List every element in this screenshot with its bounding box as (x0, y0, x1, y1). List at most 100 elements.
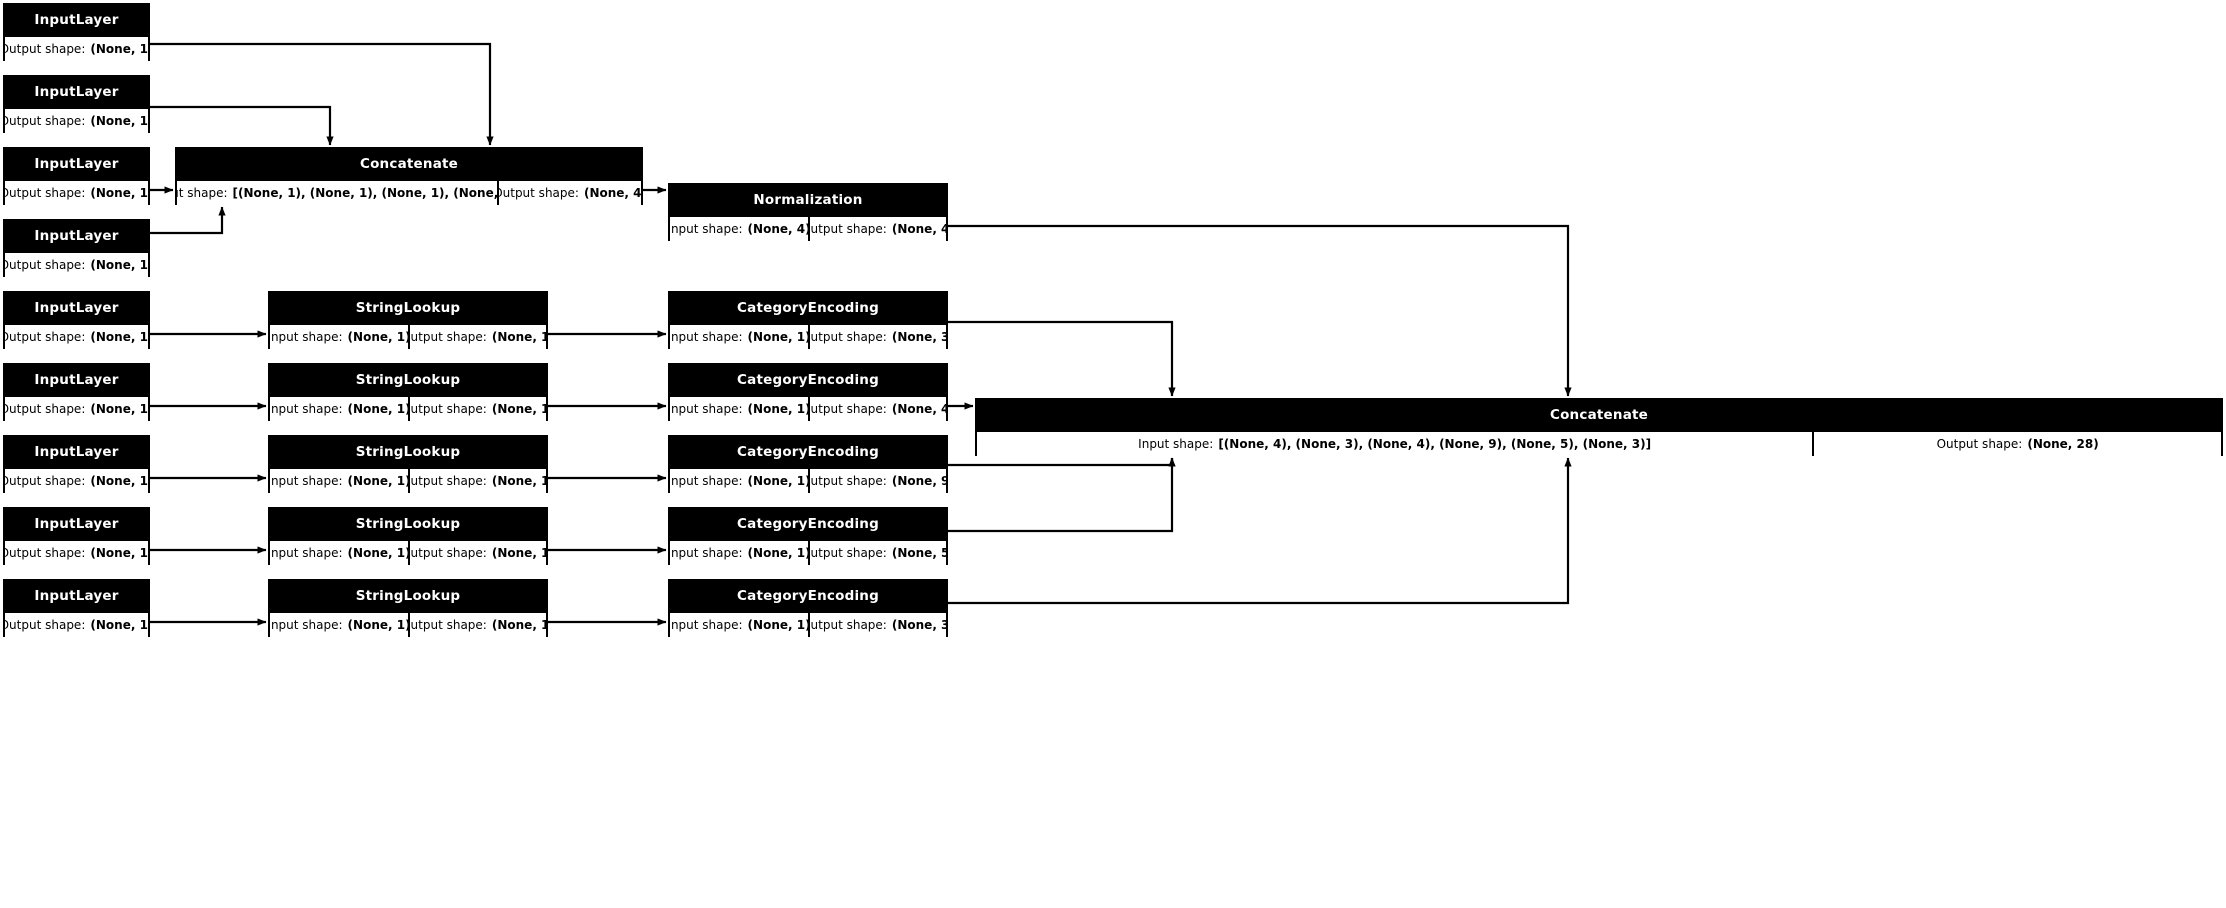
edge-catenc_0-to-concat_all (948, 320, 1176, 397)
node-cell-catenc_3-0: Input shape:(None, 1) (670, 541, 808, 565)
node-cell-lookup_0-0: Input shape:(None, 1) (270, 325, 408, 349)
node-row-concat_all-0: Input shape: [(None, 4), (None, 3), (None… (977, 430, 2221, 456)
shape-value: (None, 4) (891, 402, 946, 416)
edge-in_num_3-to-concat_num (150, 206, 226, 235)
node-row-catenc_2-0: Input shape:(None, 1)Output shape:(None,… (670, 467, 946, 493)
shape-value: (None, 1) (347, 546, 408, 560)
shape-value: (None, 3) (891, 330, 946, 344)
node-cell-catenc_0-0: Input shape:(None, 1) (670, 325, 808, 349)
shape-label: Output shape: (807, 546, 887, 560)
shape-label: Output shape: (5, 402, 86, 416)
shape-value: (None, 1) (747, 474, 808, 488)
shape-label: Output shape: (407, 330, 487, 344)
node-row-in_cat_2-0: Output shape:(None, 1) (5, 467, 148, 493)
shape-value: (None, 1) (90, 330, 148, 344)
node-title-concat_all: Concatenate (977, 400, 2221, 430)
shape-label: Output shape: (5, 258, 86, 272)
node-title-catenc_0: CategoryEncoding (670, 293, 946, 323)
shape-value: (None, 1) (347, 330, 408, 344)
node-row-lookup_2-0: Input shape:(None, 1)Output shape:(None,… (270, 467, 546, 493)
node-cell-catenc_2-0: Input shape:(None, 1) (670, 469, 808, 493)
node-row-in_cat_4-0: Output shape:(None, 1) (5, 611, 148, 637)
shape-label: Output shape: (407, 474, 487, 488)
edge-normalization-to-concat_all (948, 224, 1572, 397)
shape-value: (None, 1) (347, 474, 408, 488)
node-title-in_num_3: InputLayer (5, 221, 148, 251)
node-cell-catenc_1-1: Output shape: (None, 4) (807, 397, 946, 421)
node-cell-in_cat_0-0: Output shape:(None, 1) (5, 325, 148, 349)
node-cell-in_cat_3-0: Output shape:(None, 1) (5, 541, 148, 565)
edge-catenc_4-to-concat_all (948, 457, 1572, 605)
shape-value: (None, 1) (491, 402, 546, 416)
shape-label: Input shape: (1138, 437, 1214, 451)
shape-value: (None, 4) (583, 186, 641, 200)
node-cell-concat_all-1: Output shape: (None, 28) (1812, 432, 2221, 456)
node-cell-in_num_2-0: Output shape:(None, 1) (5, 181, 148, 205)
shape-value: (None, 1) (747, 402, 808, 416)
node-title-concat_num: Concatenate (177, 149, 641, 179)
node-cell-in_cat_1-0: Output shape:(None, 1) (5, 397, 148, 421)
shape-value: (None, 1) (747, 330, 808, 344)
shape-value: (None, 1) (491, 618, 546, 632)
shape-label: Input shape: (670, 402, 743, 416)
node-row-lookup_4-0: Input shape:(None, 1)Output shape: (None,… (270, 611, 546, 637)
node-cell-lookup_1-0: Input shape:(None, 1) (270, 397, 408, 421)
shape-value: [(None, 4), (None, 3), (None, 4), (None,… (1218, 437, 1652, 451)
shape-label: Output shape: (407, 618, 487, 632)
node-cell-catenc_1-0: Input shape: (None, 1) (670, 397, 808, 421)
shape-value: (None, 4) (891, 222, 946, 236)
node-title-in_cat_2: InputLayer (5, 437, 148, 467)
shape-label: Output shape: (807, 330, 887, 344)
node-row-in_num_0-0: Output shape:(None, 1) (5, 35, 148, 61)
node-cell-lookup_4-0: Input shape:(None, 1) (270, 613, 408, 637)
shape-value: (None, 4) (747, 222, 808, 236)
node-cell-concat_num-1: Output shape:(None, 4) (497, 181, 641, 205)
node-cell-lookup_1-1: Output shape: (None, 1) (407, 397, 546, 421)
shape-label: Output shape: (807, 474, 887, 488)
shape-label: Output shape: (1936, 437, 2023, 451)
node-cell-catenc_0-1: Output shape: (None, 3) (807, 325, 946, 349)
node-cell-lookup_3-0: Input shape:(None, 1) (270, 541, 408, 565)
node-row-in_cat_1-0: Output shape:(None, 1) (5, 395, 148, 421)
shape-value: (None, 1) (90, 186, 148, 200)
shape-label: Output shape: (807, 402, 887, 416)
shape-value: (None, 1) (747, 618, 808, 632)
node-cell-lookup_2-1: Output shape: (None, 1) (407, 469, 546, 493)
node-cell-normalization-0: Input shape:(None, 4) (670, 217, 808, 241)
shape-value: (None, 28) (2027, 437, 2099, 451)
shape-label: Output shape: (407, 402, 487, 416)
node-row-lookup_1-0: Input shape:(None, 1)Output shape: (None,… (270, 395, 546, 421)
shape-label: Output shape: (5, 474, 86, 488)
shape-value: (None, 1) (747, 546, 808, 560)
edge-catenc_2-to-concat_all (948, 457, 1176, 467)
shape-value: (None, 1) (90, 546, 148, 560)
node-title-catenc_2: CategoryEncoding (670, 437, 946, 467)
shape-label: Input shape: (177, 186, 228, 200)
shape-value: (None, 1) (491, 474, 546, 488)
shape-value: (None, 3) (891, 618, 946, 632)
shape-value: (None, 9) (891, 474, 946, 488)
node-title-catenc_1: CategoryEncoding (670, 365, 946, 395)
